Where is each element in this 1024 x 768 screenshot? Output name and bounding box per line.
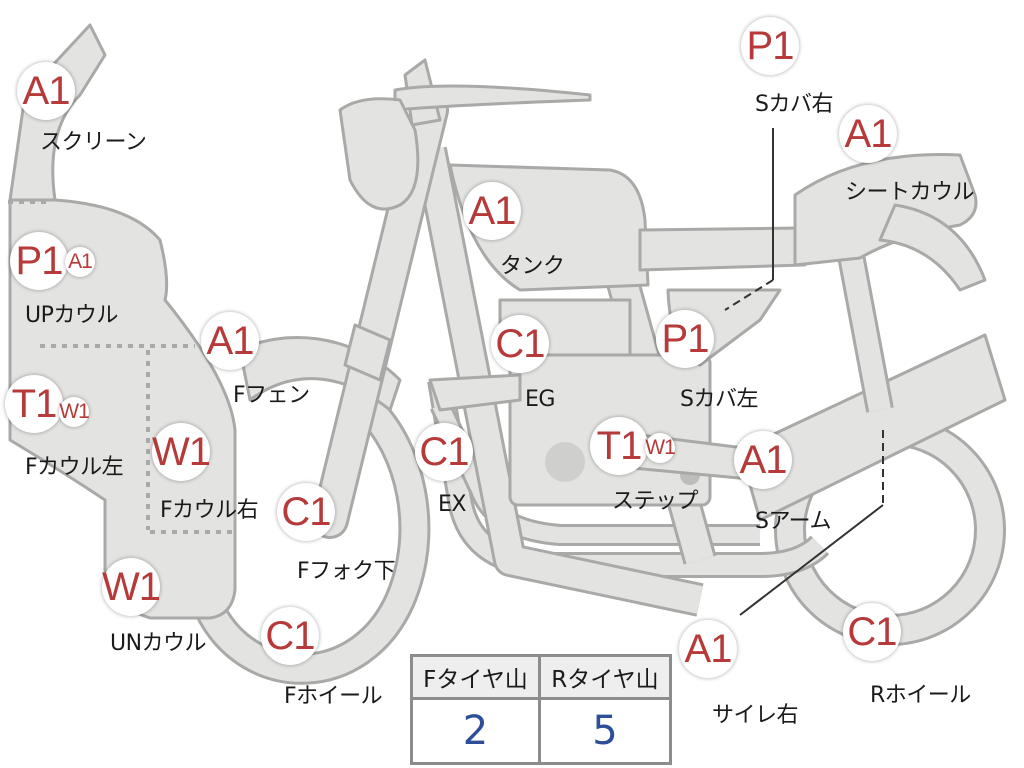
front-cowl-shape — [8, 198, 237, 620]
label-up-cowl: UPカウル — [25, 303, 118, 328]
tire-tread-table: Fタイヤ山 Rタイヤ山 2 5 — [410, 654, 673, 765]
grade-badge-up-cowl: P1 — [10, 232, 68, 290]
label-seat-cowl: シートカウル — [845, 180, 975, 205]
grade-badge-screen: A1 — [17, 62, 75, 120]
grade-badge-un-cowl: W1 — [102, 558, 161, 616]
label-exhaust: EX — [438, 492, 466, 517]
grade-badge-f-wheel: C1 — [261, 607, 319, 665]
rear-tire-header: Rタイヤ山 — [537, 654, 673, 700]
label-swing-arm: Sアーム — [755, 509, 832, 534]
grade-badge-s-cover-right: P1 — [741, 17, 799, 75]
label-silencer-right: サイレ右 — [712, 703, 799, 728]
grade-badge-f-cowl-left: T1 — [5, 375, 63, 433]
label-un-cowl: UNカウル — [110, 631, 207, 656]
label-f-cowl-right: Fカウル右 — [160, 498, 259, 523]
swing-arm-shape — [738, 333, 1007, 522]
grade-badge-swing-arm: A1 — [734, 431, 792, 489]
grade-badge-f-cowl-left-sub: W1 — [59, 397, 90, 427]
headlight-shape — [338, 97, 420, 211]
label-engine: EG — [525, 387, 555, 412]
grade-badge-engine: C1 — [491, 315, 549, 373]
rear-tire-value: 5 — [537, 697, 673, 765]
grade-badge-f-cowl-right: W1 — [152, 423, 211, 481]
grade-badge-up-cowl-sub: A1 — [65, 247, 95, 277]
grade-badge-r-wheel: C1 — [843, 603, 901, 661]
grade-badge-seat-cowl: A1 — [839, 105, 897, 163]
grade-badge-tank: A1 — [463, 182, 521, 240]
label-screen: スクリーン — [40, 130, 147, 155]
grade-badge-silencer-right: A1 — [679, 620, 737, 678]
label-f-wheel: Fホイール — [284, 684, 383, 709]
label-s-cover-left: Sカバ左 — [680, 387, 758, 412]
front-tire-header: Fタイヤ山 — [410, 654, 541, 700]
grade-badge-f-fork: C1 — [277, 483, 335, 541]
grade-badge-step: T1 — [590, 417, 648, 475]
label-f-fender: Fフェン — [233, 383, 310, 408]
label-s-cover-right: Sカバ右 — [755, 92, 833, 117]
grade-badge-step-sub: W1 — [645, 433, 676, 463]
label-r-wheel: Rホイール — [870, 683, 971, 708]
label-f-fork: Fフォク下 — [297, 559, 396, 584]
grade-badge-f-fender: A1 — [201, 312, 259, 370]
grade-badge-s-cover-left: P1 — [656, 310, 714, 368]
label-f-cowl-left: Fカウル左 — [25, 455, 124, 480]
label-step: ステップ — [612, 489, 699, 514]
grade-badge-exhaust: C1 — [415, 423, 473, 481]
label-tank: タンク — [500, 254, 565, 279]
front-tire-value: 2 — [410, 697, 541, 765]
